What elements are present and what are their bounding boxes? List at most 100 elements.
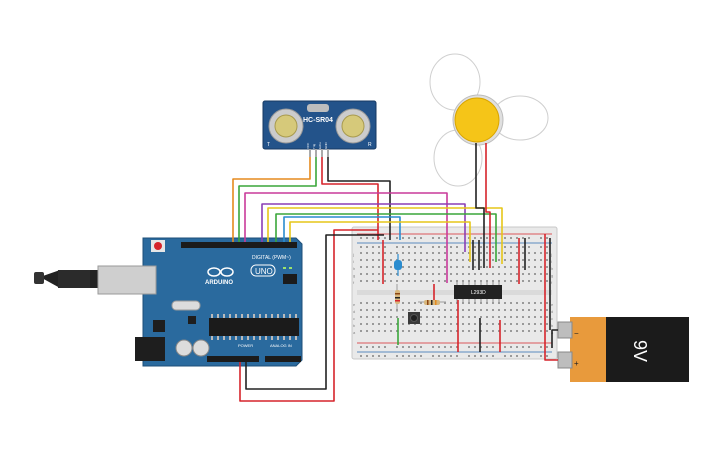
wire-trig	[232, 157, 311, 242]
arduino-uno[interactable]: DIGITAL (PWM~) ARDUINO UNO POWER ANALOG …	[34, 237, 303, 367]
breadboard-hole	[534, 259, 536, 261]
breadboard-hole	[402, 259, 404, 261]
breadboard-hole	[504, 280, 506, 282]
breadboard-hole	[396, 355, 398, 357]
breadboard-hole	[366, 355, 368, 357]
ic-pin	[468, 299, 470, 302]
breadboard-hole	[510, 330, 512, 332]
breadboard-hole	[444, 246, 446, 248]
breadboard-hole	[540, 355, 542, 357]
wire-fan-1	[475, 143, 485, 268]
breadboard-hole	[492, 330, 494, 332]
digital-header	[181, 242, 297, 248]
breadboard-hole	[360, 309, 362, 311]
breadboard-hole	[360, 252, 362, 254]
breadboard-hole	[378, 252, 380, 254]
breadboard-hole	[504, 252, 506, 254]
svg-text:h: h	[551, 266, 553, 271]
breadboard-hole	[474, 330, 476, 332]
breadboard-hole	[534, 273, 536, 275]
battery-9v[interactable]: − + 9V	[557, 317, 689, 382]
svg-text:d: d	[551, 309, 553, 314]
atmega-chip	[209, 318, 299, 336]
breadboard-hole	[540, 266, 542, 268]
breadboard-hole	[384, 237, 386, 239]
breadboard-hole	[372, 323, 374, 325]
breadboard-hole	[438, 259, 440, 261]
breadboard-hole	[510, 252, 512, 254]
breadboard-hole	[414, 346, 416, 348]
breadboard-hole	[468, 252, 470, 254]
breadboard-hole	[486, 246, 488, 248]
chip-pin	[253, 336, 255, 340]
breadboard-hole	[510, 309, 512, 311]
breadboard-hole	[372, 355, 374, 357]
breadboard-hole	[546, 355, 548, 357]
breadboard-hole	[378, 309, 380, 311]
push-button[interactable]	[408, 312, 420, 324]
breadboard-hole	[492, 346, 494, 348]
chip-pin	[241, 336, 243, 340]
ic-pin	[456, 282, 458, 285]
breadboard-hole	[420, 323, 422, 325]
breadboard-hole	[456, 355, 458, 357]
breadboard-hole	[438, 266, 440, 268]
breadboard-hole	[444, 355, 446, 357]
chip-pin	[295, 314, 297, 318]
breadboard-hole	[504, 266, 506, 268]
ic-pin	[462, 282, 464, 285]
breadboard-hole	[396, 323, 398, 325]
breadboard-hole	[456, 259, 458, 261]
breadboard-hole	[402, 316, 404, 318]
chip-pin	[229, 314, 231, 318]
breadboard-hole	[462, 323, 464, 325]
breadboard-hole	[480, 309, 482, 311]
breadboard-hole	[528, 237, 530, 239]
breadboard-hole	[378, 355, 380, 357]
breadboard-hole	[546, 280, 548, 282]
capacitor-2	[192, 339, 210, 357]
breadboard-hole	[396, 330, 398, 332]
wire-magenta	[244, 192, 448, 283]
breadboard-hole	[486, 280, 488, 282]
breadboard-hole	[480, 316, 482, 318]
breadboard-hole	[516, 316, 518, 318]
breadboard-hole	[480, 237, 482, 239]
breadboard-hole	[420, 252, 422, 254]
breadboard-hole	[420, 330, 422, 332]
breadboard-hole	[372, 316, 374, 318]
battery-label: 9V	[630, 340, 650, 362]
breadboard-hole	[372, 302, 374, 304]
breadboard-hole	[414, 273, 416, 275]
breadboard-hole	[534, 316, 536, 318]
breadboard-hole	[432, 252, 434, 254]
ultrasonic-sensor[interactable]: HC-SR04 T R	[262, 100, 377, 157]
breadboard-hole	[510, 316, 512, 318]
breadboard-hole	[534, 252, 536, 254]
breadboard-hole	[408, 355, 410, 357]
reset-button[interactable]	[154, 242, 162, 250]
breadboard-hole	[456, 252, 458, 254]
ic-pin	[492, 282, 494, 285]
breadboard-hole	[462, 316, 464, 318]
breadboard-hole	[426, 266, 428, 268]
breadboard-hole	[450, 355, 452, 357]
breadboard-hole	[510, 323, 512, 325]
breadboard-hole	[522, 309, 524, 311]
breadboard-hole	[492, 273, 494, 275]
breadboard-hole	[498, 316, 500, 318]
breadboard-hole	[420, 346, 422, 348]
digital-label: DIGITAL (PWM~)	[252, 255, 291, 261]
fan[interactable]	[429, 53, 549, 187]
breadboard-hole	[372, 246, 374, 248]
svg-text:b: b	[353, 323, 356, 328]
fan-motor	[454, 97, 500, 143]
resistor-vertical	[395, 284, 400, 312]
breadboard-hole	[540, 273, 542, 275]
breadboard-hole	[438, 316, 440, 318]
power-label: POWER	[238, 343, 253, 348]
driver-ic[interactable]: L293D	[454, 282, 502, 302]
svg-text:c: c	[353, 316, 355, 321]
breadboard-hole	[462, 302, 464, 304]
wire-sensor-vcc	[321, 157, 379, 240]
